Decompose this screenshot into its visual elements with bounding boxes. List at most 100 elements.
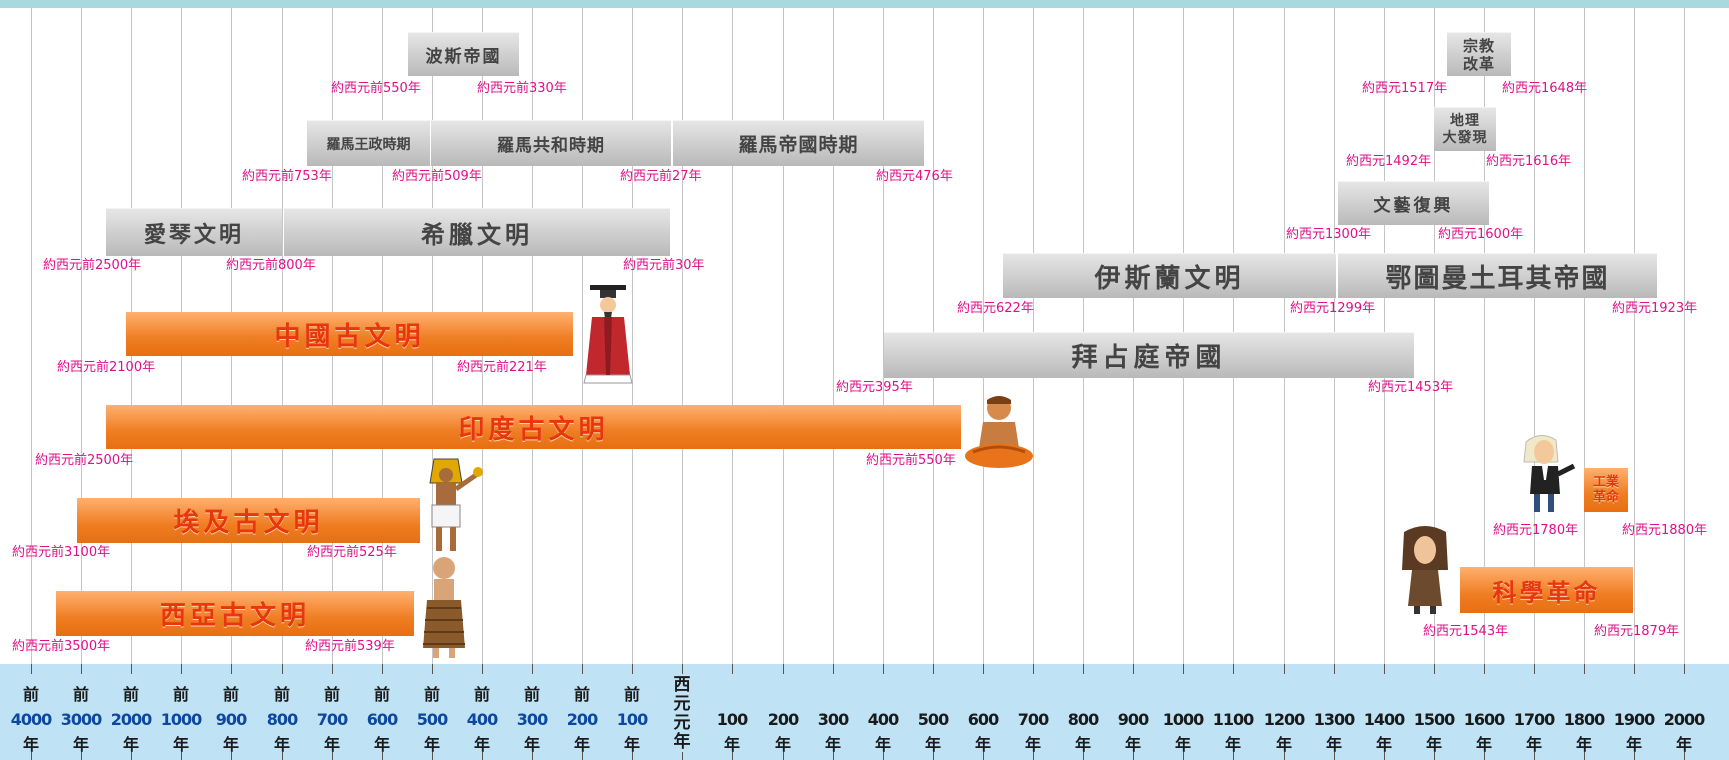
axis-tick xyxy=(883,752,884,760)
axis-tick xyxy=(883,664,884,674)
gridline xyxy=(682,8,683,664)
axis-label-value: 300 xyxy=(516,710,548,729)
date-science-end: 約西元1879年 xyxy=(1594,624,1680,639)
axis-tick xyxy=(31,752,32,760)
gridline xyxy=(1634,8,1635,664)
axis-label-suffix: 年 xyxy=(1625,735,1642,754)
gridline xyxy=(1684,8,1685,664)
axis-label-value: 1400 xyxy=(1363,710,1406,729)
bar-aegean[interactable]: 愛琴文明 xyxy=(106,208,282,256)
axis-tick xyxy=(1133,664,1134,674)
axis-tick xyxy=(81,752,82,760)
axis-label-value: 1700 xyxy=(1513,710,1556,729)
axis-tick xyxy=(682,752,683,760)
axis-tick xyxy=(1484,752,1485,760)
axis-label-suffix: 年 xyxy=(623,735,640,754)
axis-tick xyxy=(1434,752,1435,760)
axis-tick xyxy=(1183,752,1184,760)
date-greek-end: 約西元前30年 xyxy=(623,258,705,273)
axis-tick xyxy=(181,752,182,760)
axis-label-suffix: 年 xyxy=(1475,735,1492,754)
bar-ottoman[interactable]: 鄂圖曼土耳其帝國 xyxy=(1338,253,1657,298)
newton-figure xyxy=(1402,526,1448,614)
axis-label-value: 700 xyxy=(1017,710,1049,729)
bar-persia[interactable]: 波斯帝國 xyxy=(408,32,519,76)
axis-tick xyxy=(131,752,132,760)
bar-islam[interactable]: 伊斯蘭文明 xyxy=(1003,253,1336,298)
axis-tick xyxy=(1384,752,1385,760)
axis-tick xyxy=(1584,664,1585,674)
bar-egypt[interactable]: 埃及古文明 xyxy=(77,498,420,543)
chinese-emperor-figure xyxy=(583,285,633,384)
date-persia-start: 約西元前550年 xyxy=(331,81,421,96)
axis-label-value: 800 xyxy=(266,710,298,729)
bar-byzantine[interactable]: 拜占庭帝國 xyxy=(884,332,1414,378)
axis-tick xyxy=(983,752,984,760)
axis-label-value: 300 xyxy=(817,710,849,729)
axis-label-suffix: 年 xyxy=(473,735,490,754)
bar-greek[interactable]: 希臘文明 xyxy=(284,208,670,256)
gridline xyxy=(833,8,834,664)
bar-roman-republic[interactable]: 羅馬共和時期 xyxy=(431,120,671,166)
axis-tick xyxy=(933,664,934,674)
axis-tick xyxy=(682,664,683,674)
axis-label-suffix: 年 xyxy=(22,735,39,754)
axis-label-suffix: 年 xyxy=(1275,735,1292,754)
axis-tick xyxy=(1334,752,1335,760)
bar-reformation[interactable]: 宗教 改革 xyxy=(1447,32,1511,76)
bar-roman-kingdom[interactable]: 羅馬王政時期 xyxy=(307,120,430,166)
bar-industrial-revolution[interactable]: 工業 革命 xyxy=(1584,468,1628,512)
axis-label-prefix: 前 xyxy=(623,685,640,704)
axis-label-value: 900 xyxy=(215,710,247,729)
bar-roman-empire[interactable]: 羅馬帝國時期 xyxy=(673,120,924,166)
bar-west-asia[interactable]: 西亞古文明 xyxy=(56,591,414,636)
axis-tick xyxy=(332,752,333,760)
bar-renaissance[interactable]: 文藝復興 xyxy=(1338,181,1489,225)
axis-label-value: 1600 xyxy=(1463,710,1506,729)
axis-tick xyxy=(1233,752,1234,760)
axis-tick xyxy=(1634,664,1635,674)
axis-label-suffix: 年 xyxy=(172,735,189,754)
axis-tick xyxy=(783,664,784,674)
axis-label-value: 200 xyxy=(767,710,799,729)
date-reformation-start: 約西元1517年 xyxy=(1362,81,1448,96)
axis-tick xyxy=(1534,664,1535,674)
bar-china[interactable]: 中國古文明 xyxy=(126,312,573,356)
axis-label-value: 1800 xyxy=(1563,710,1606,729)
axis-tick xyxy=(81,664,82,674)
axis-label-prefix xyxy=(959,682,1007,707)
date-china-start: 約西元前2100年 xyxy=(57,360,156,375)
axis-tick xyxy=(983,664,984,674)
date-roman-republic-start: 約西元前509年 xyxy=(392,169,482,184)
bar-scientific-revolution[interactable]: 科學革命 xyxy=(1460,567,1633,613)
date-west-asia-start: 約西元前3500年 xyxy=(12,639,111,654)
axis-label: 1600 年 xyxy=(1460,682,1508,757)
bar-india[interactable]: 印度古文明 xyxy=(106,405,961,449)
axis-label-value: 1200 xyxy=(1263,710,1306,729)
axis-tick xyxy=(1033,752,1034,760)
axis-label-value: 1100 xyxy=(1212,710,1255,729)
axis-label-suffix: 年 xyxy=(1224,735,1241,754)
axis-label: 1100 年 xyxy=(1209,682,1257,757)
date-china-end: 約西元前221年 xyxy=(457,360,547,375)
top-bar xyxy=(0,0,1729,8)
date-greek-start: 約西元前800年 xyxy=(226,258,316,273)
date-egypt-start: 約西元前3100年 xyxy=(12,545,111,560)
gridline xyxy=(1534,8,1535,664)
axis-label: 西元 元年 xyxy=(658,676,706,752)
axis-label-suffix: 年 xyxy=(373,735,390,754)
bar-age-of-discovery[interactable]: 地理 大發現 xyxy=(1434,107,1496,151)
axis-tick xyxy=(732,664,733,674)
